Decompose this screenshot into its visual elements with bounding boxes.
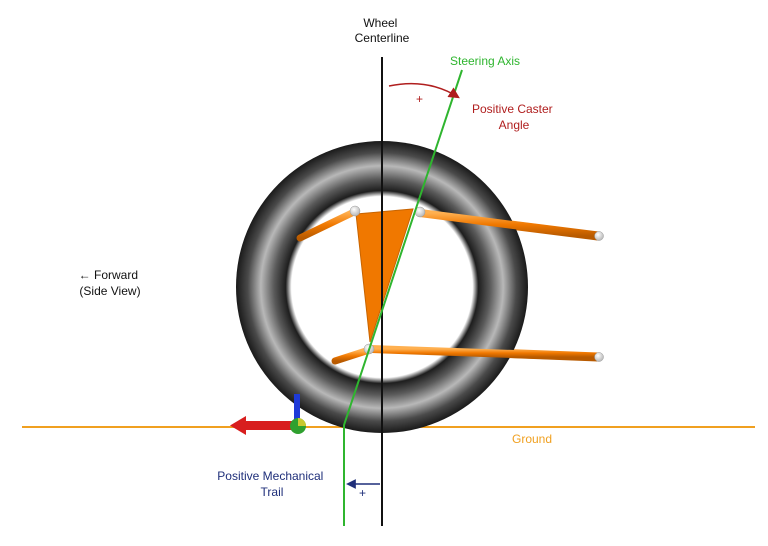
upright-icon [355,208,414,343]
caster-sign: + [416,92,423,106]
ground-label: Ground [512,432,552,446]
steering-axis-line [343,69,463,526]
coordinate-axes-icon [230,394,306,435]
trail-label-1: Positive Mechanical [217,469,323,483]
caster-arrow [388,82,460,99]
forward-label-2: (Side View) [79,284,140,298]
suspension-arms-front [296,208,602,365]
svg-text:Positive Caster Angle: Positive Caster Angle [472,102,556,132]
forward-label-1: ← Forward [79,268,138,282]
svg-text:Wheel Centerline: Wheel Centerline [355,16,410,45]
steering-axis-label: Steering Axis [450,54,520,68]
wheel-centerline-label-2: Centerline [355,31,410,45]
svg-text:← Forward (Side View): ← Forward (Side View) [79,268,142,298]
trail-label-2: Trail [261,485,284,499]
caster-label-2: Angle [499,118,530,132]
wheel-centerline-label-1: Wheel [363,16,397,30]
svg-text:Positive Mechanical Trail: Positive Mechanical Trail [217,469,326,499]
trail-sign: + [359,486,366,500]
caster-label-1: Positive Caster [472,102,553,116]
